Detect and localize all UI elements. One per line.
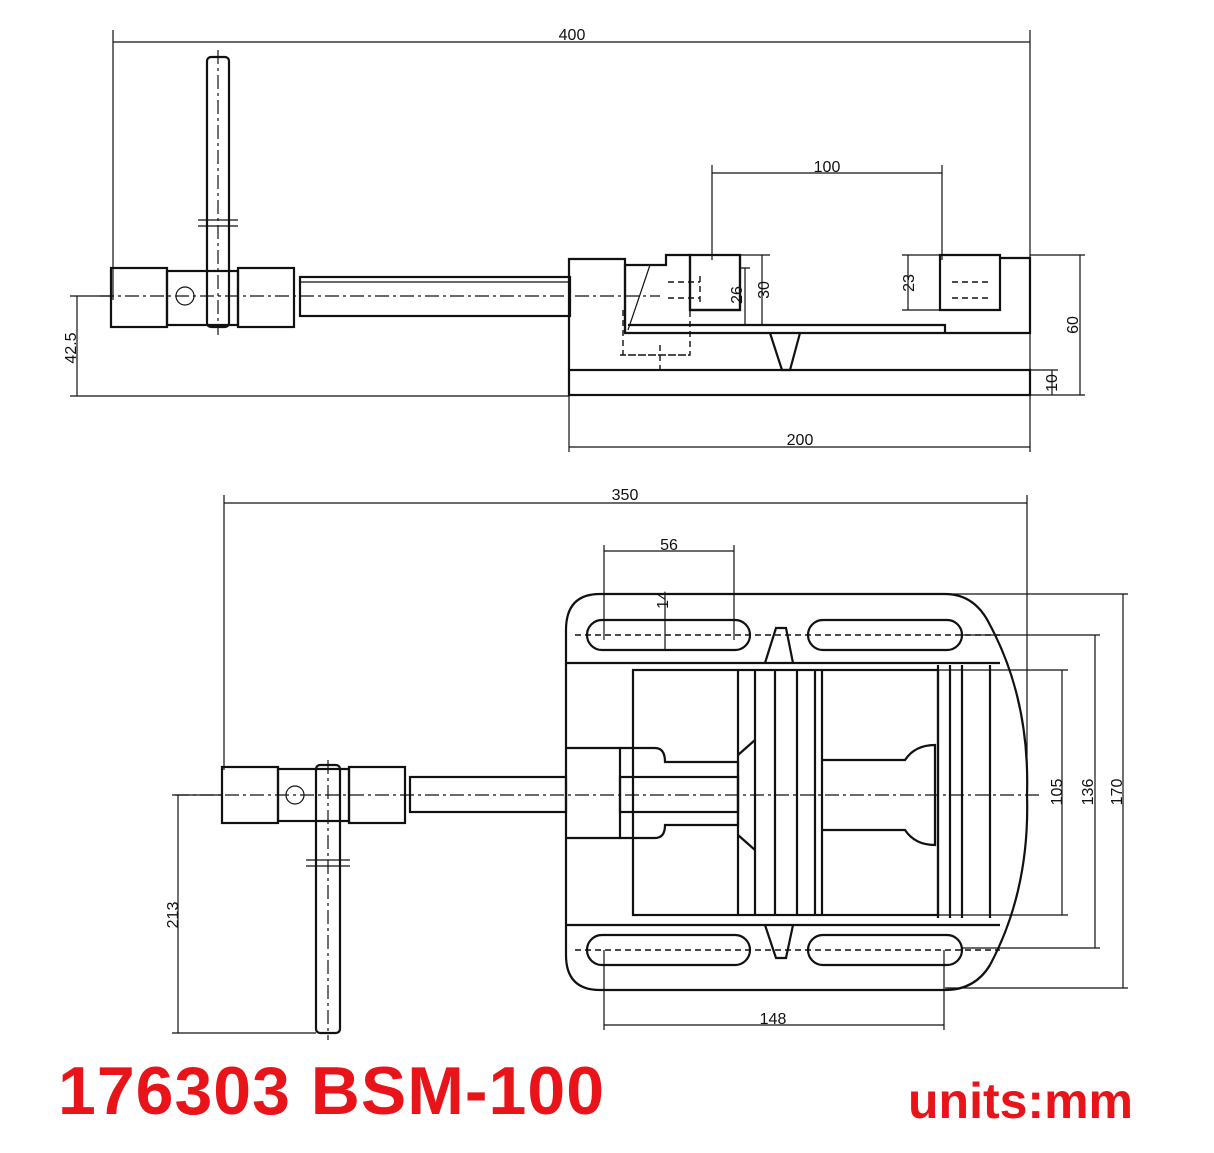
units-label: units:mm bbox=[908, 1073, 1133, 1129]
dim-148: 148 bbox=[760, 1011, 787, 1028]
dim-23: 23 bbox=[901, 274, 918, 292]
dim-60: 60 bbox=[1065, 316, 1082, 334]
handle-collar bbox=[198, 219, 238, 227]
dim-100: 100 bbox=[814, 159, 841, 176]
center-slot bbox=[768, 332, 802, 372]
handle-hub bbox=[165, 269, 240, 327]
dim-56: 56 bbox=[660, 537, 678, 554]
fixed-jaw bbox=[938, 253, 1002, 312]
vise-base bbox=[567, 368, 1032, 397]
dim-350: 350 bbox=[612, 487, 639, 504]
dim-10: 10 bbox=[1044, 374, 1061, 392]
movable-jaw bbox=[688, 253, 742, 312]
fixed-jaw bbox=[936, 665, 992, 918]
jaw-area bbox=[631, 668, 940, 917]
dim-200: 200 bbox=[787, 432, 814, 449]
dim-136: 136 bbox=[1080, 779, 1097, 806]
dim-42-5: 42.5 bbox=[63, 332, 80, 363]
dim-14: 14 bbox=[655, 591, 672, 609]
knurled-knob-right bbox=[236, 266, 296, 329]
side-view: 400 100 26 30 23 60 10 200 42.5 bbox=[63, 27, 1085, 452]
model-title: 176303 BSM-100 bbox=[58, 1053, 606, 1129]
dim-213: 213 bbox=[165, 902, 182, 929]
knurled-knob-left bbox=[109, 266, 169, 329]
top-view: 350 56 14 105 136 170 148 213 bbox=[165, 487, 1128, 1040]
nut-block bbox=[620, 746, 740, 840]
dim-105: 105 bbox=[1049, 779, 1066, 806]
dim-170: 170 bbox=[1109, 779, 1126, 806]
dim-400: 400 bbox=[559, 27, 586, 44]
dim-30: 30 bbox=[756, 281, 773, 299]
dim-26: 26 bbox=[729, 286, 746, 304]
vise-body bbox=[567, 256, 1032, 370]
